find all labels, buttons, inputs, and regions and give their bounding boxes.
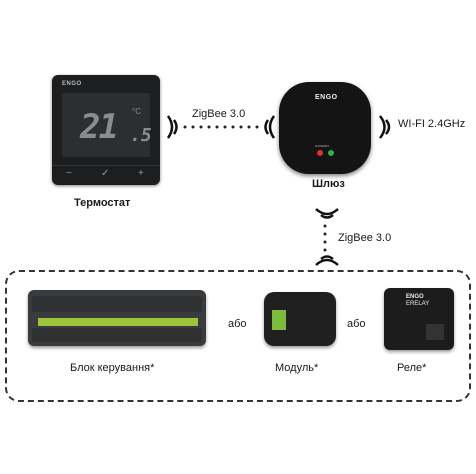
wireless-waves-icon	[166, 115, 178, 139]
or-label-2: або	[347, 318, 366, 330]
thermostat-temp-decimal: .5	[130, 125, 152, 146]
thermostat-button-row: − ✓ +	[52, 165, 160, 184]
thermostat-unit: °C	[132, 107, 141, 116]
connection-dots	[323, 224, 327, 252]
thermostat-temp: 21	[80, 107, 119, 147]
plus-icon: +	[138, 168, 144, 179]
green-led-icon	[328, 150, 334, 156]
receivers-group	[5, 270, 471, 402]
thermostat-brand: ENGO	[62, 81, 82, 87]
thermostat-screen: 21 .5 °C	[62, 93, 152, 157]
connection-dots	[183, 125, 259, 129]
thermostat-device: ENGO 21 .5 °C − ✓ +	[52, 75, 160, 185]
wireless-waves-icon	[264, 115, 276, 139]
control-block-device	[28, 290, 206, 346]
relay-model: ERELAY	[406, 301, 430, 307]
red-led-icon	[317, 150, 323, 156]
relay-device: ENGO ERELAY	[384, 288, 454, 350]
gateway-led-label: GATEWAY	[315, 144, 330, 148]
thermostat-caption: Термостат	[74, 197, 131, 209]
gateway-device: ENGO GATEWAY	[279, 82, 371, 174]
wifi-label: WI-FI 2.4GHz	[398, 118, 466, 130]
wireless-waves-icon	[315, 255, 339, 266]
relay-brand: ENGO	[406, 294, 424, 300]
module-caption: Модуль*	[275, 362, 319, 374]
module-device	[264, 292, 336, 346]
relay-terminals	[426, 324, 444, 340]
block-terminal-strip	[38, 318, 198, 326]
zigbee-label-top: ZigBee 3.0	[192, 108, 246, 120]
or-label-1: або	[228, 318, 247, 330]
minus-icon: −	[66, 168, 72, 179]
gateway-brand: ENGO	[315, 94, 338, 101]
zigbee-label-down: ZigBee 3.0	[338, 232, 392, 244]
check-icon: ✓	[101, 168, 110, 179]
block-bottom-cover	[32, 328, 202, 342]
module-terminal	[272, 310, 286, 330]
block-top-cover	[32, 296, 202, 312]
block-caption: Блок керування*	[70, 362, 155, 374]
wireless-waves-icon	[315, 208, 339, 219]
gateway-caption: Шлюз	[312, 178, 345, 190]
wifi-waves-icon	[379, 115, 391, 139]
relay-caption: Реле*	[397, 362, 427, 374]
